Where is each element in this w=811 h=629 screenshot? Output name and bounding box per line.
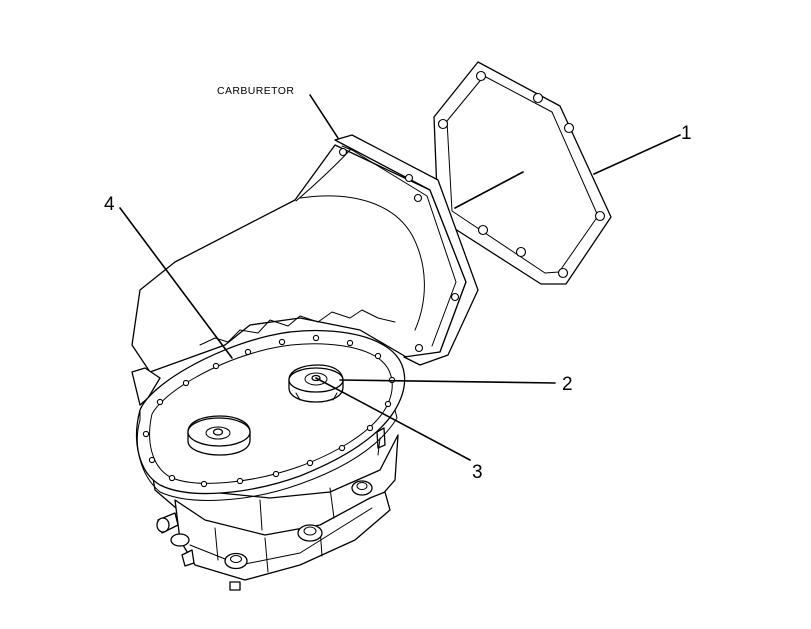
valve-assembly-upper xyxy=(288,364,344,403)
callout-1: 1 xyxy=(681,123,692,144)
leader-1-inner xyxy=(454,171,524,209)
leader-lines xyxy=(119,94,681,461)
lower-housing xyxy=(131,367,399,591)
callout-3: 3 xyxy=(472,462,483,483)
cover-bolt-holes xyxy=(142,334,396,488)
carburetor-adapter xyxy=(131,134,479,373)
leader-4 xyxy=(119,207,233,359)
leader-carburetor xyxy=(309,94,339,139)
leader-1 xyxy=(593,134,681,175)
valve-assembly-lower xyxy=(187,415,251,456)
housing-bolts xyxy=(156,427,386,591)
callout-2: 2 xyxy=(562,374,573,395)
label-carburetor: CARBURETOR xyxy=(217,85,294,97)
leader-3 xyxy=(315,377,471,461)
leader-2 xyxy=(339,379,556,384)
callout-4: 4 xyxy=(104,194,115,215)
